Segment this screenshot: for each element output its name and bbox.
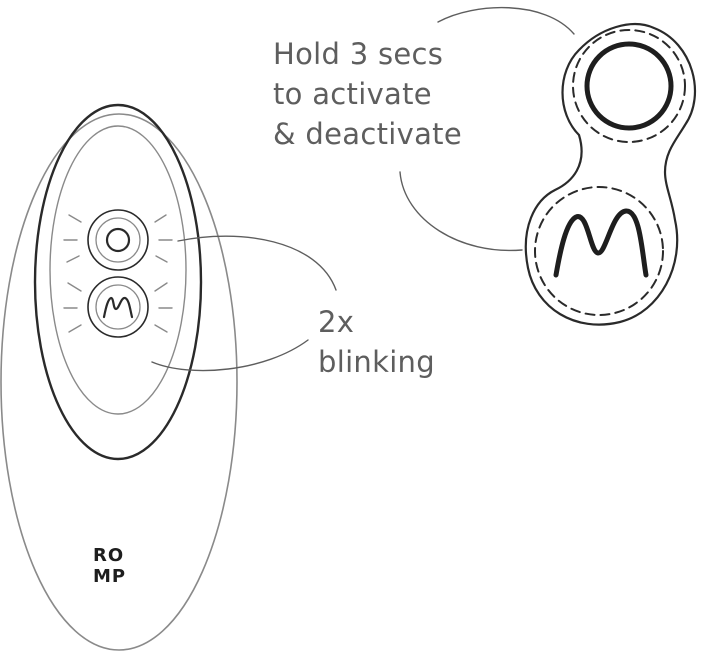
romp-logo: RO MP — [93, 545, 133, 587]
zoomed-m-letter-icon — [553, 208, 649, 278]
blink-leader-top — [177, 235, 337, 291]
remote-outer-shell — [0, 113, 238, 651]
m-letter-icon — [102, 296, 134, 319]
remote-mode-button-outline — [87, 276, 149, 338]
zoomed-button-outline — [524, 23, 697, 326]
hold-leader-bottom — [399, 171, 523, 252]
blink-leader-bottom — [151, 339, 309, 372]
remote-control — [0, 103, 238, 651]
logo-line-2: MP — [93, 566, 127, 587]
remote-mode-button-inner — [95, 284, 141, 330]
hold-caption-line-2: to activate — [273, 77, 432, 111]
zoomed-power-ring-icon — [584, 41, 674, 131]
hold-leader-top — [437, 6, 575, 35]
blink-rays — [63, 214, 173, 333]
blink-caption-line-1: 2x — [318, 305, 355, 339]
hold-instruction-caption: Hold 3 secs to activate & deactivate — [273, 34, 462, 154]
blink-caption-line-2: blinking — [318, 345, 435, 379]
power-ring-icon — [105, 227, 131, 253]
hold-caption-line-1: Hold 3 secs — [273, 37, 444, 71]
hold-caption-line-3: & deactivate — [273, 117, 462, 151]
zoomed-mode-button-dashed-ring — [534, 186, 664, 316]
logo-line-1: RO — [93, 545, 125, 566]
remote-button-area — [49, 125, 187, 415]
remote-power-button-inner — [95, 217, 141, 263]
callout-leaders — [151, 6, 575, 372]
zoomed-buttons — [524, 23, 697, 326]
zoomed-power-button-dashed-ring — [572, 29, 686, 143]
remote-buttons — [87, 209, 149, 338]
remote-power-button-outline — [87, 209, 149, 271]
remote-control-panel — [33, 103, 203, 461]
blink-instruction-caption: 2x blinking — [318, 302, 435, 382]
